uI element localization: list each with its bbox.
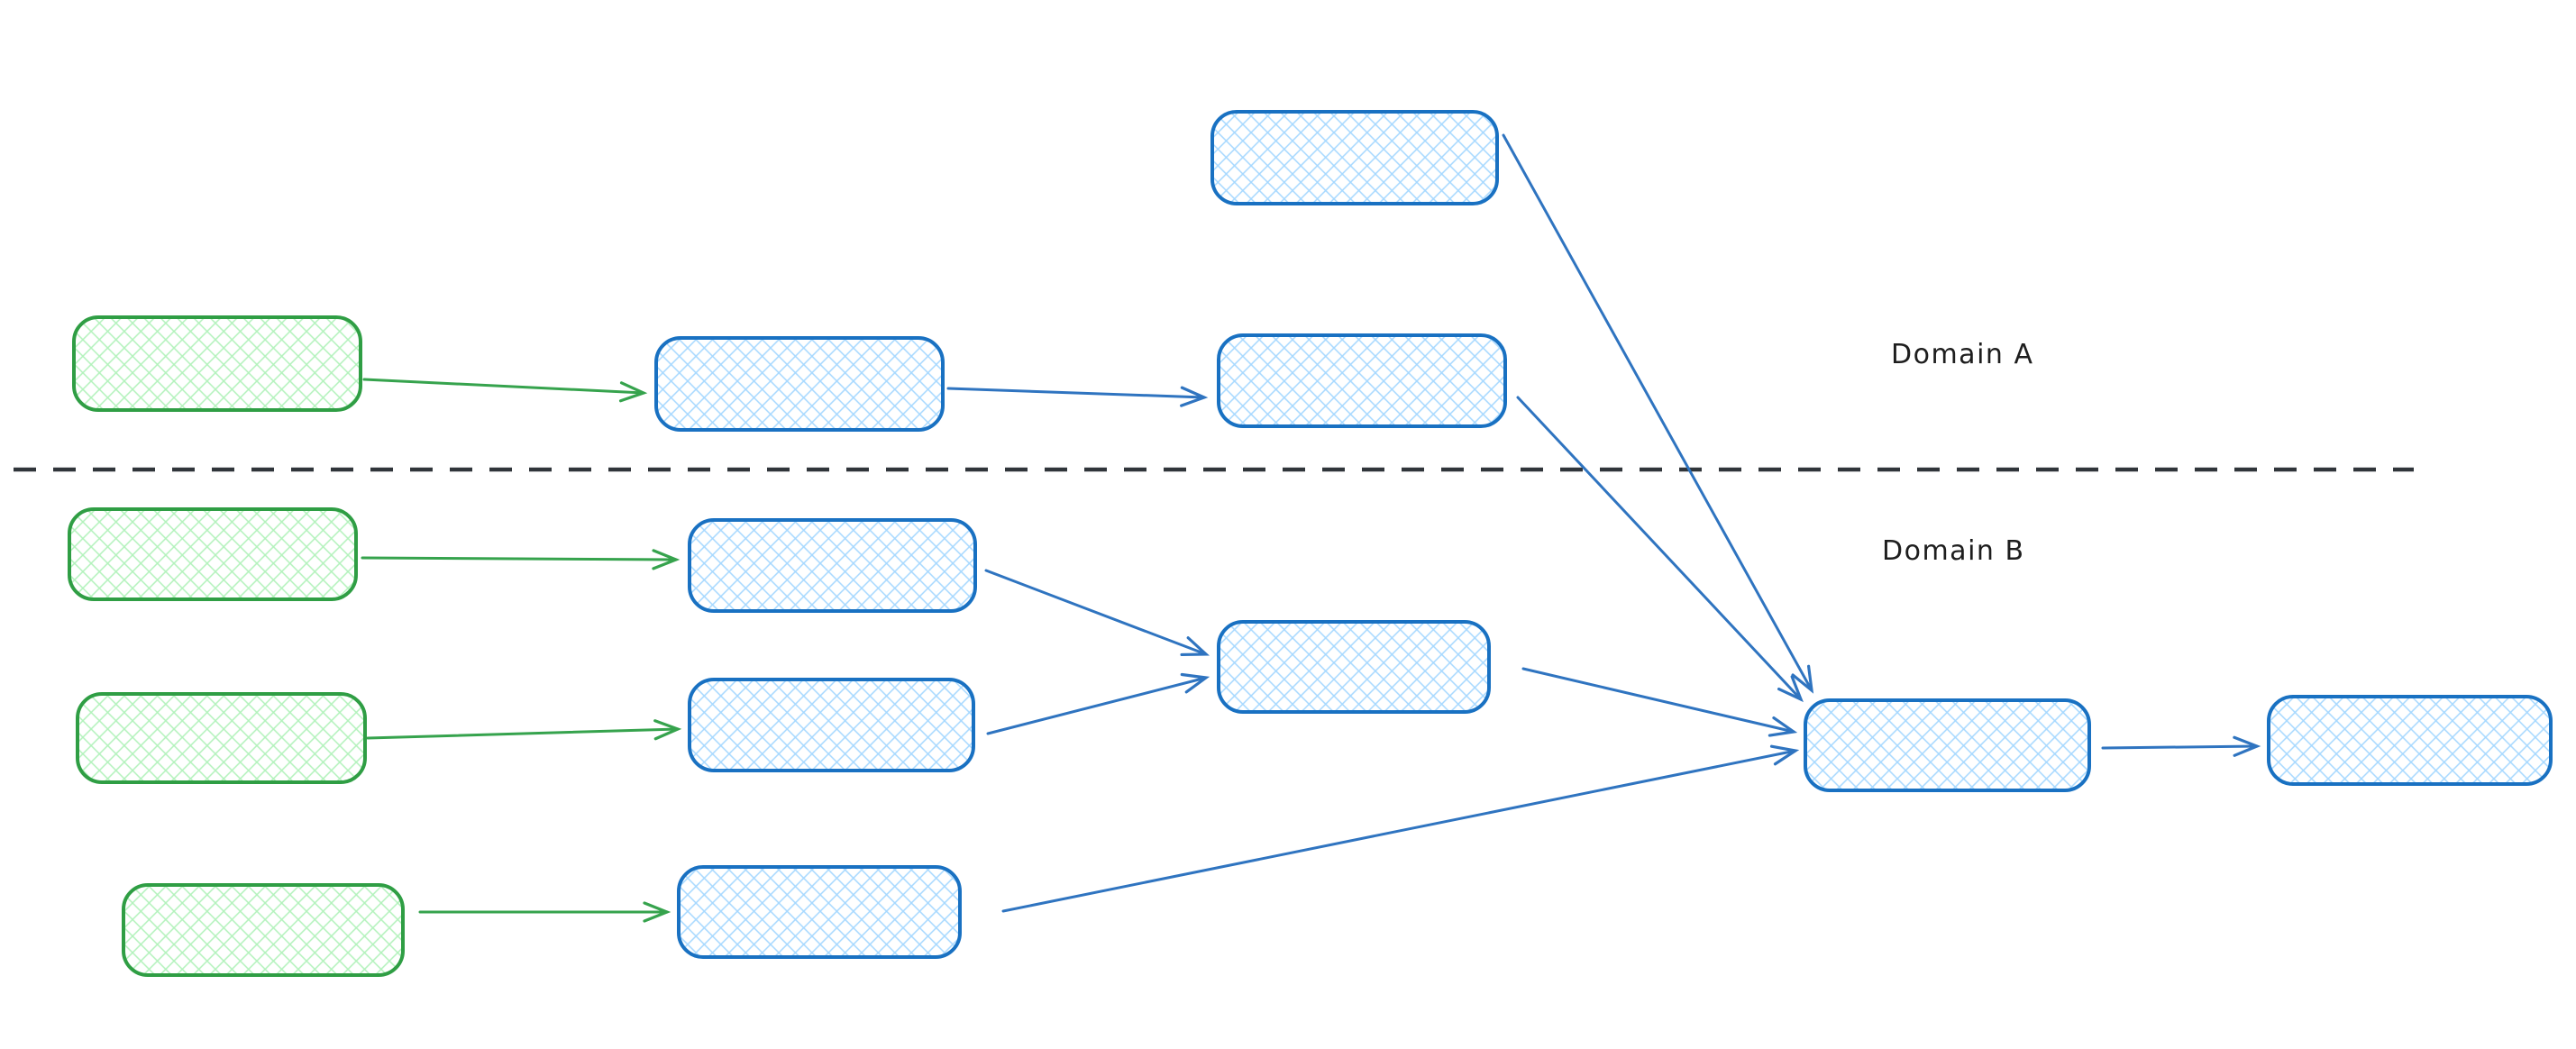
- edge-top-source-to-aggregator[interactable]: [1502, 133, 1814, 694]
- node-aggregator[interactable]: [1804, 698, 2091, 792]
- node-domain-b-stage-2[interactable]: [688, 678, 975, 772]
- node-domain-a-stage-2[interactable]: [1217, 333, 1507, 428]
- edge-domain-a-stage-1-to-stage-2[interactable]: [946, 386, 1209, 407]
- edge-domain-a-source-to-stage-1[interactable]: [362, 378, 648, 403]
- node-domain-b-join[interactable]: [1217, 620, 1491, 714]
- edge-domain-b-stage-1-to-join[interactable]: [984, 569, 1210, 657]
- edge-domain-a-stage-2-to-aggregator[interactable]: [1516, 396, 1804, 703]
- edge-domain-b-source-1-to-stage-1[interactable]: [361, 549, 681, 570]
- domain-a-label: Domain A: [1891, 339, 2033, 370]
- edge-domain-b-stage-3-to-aggregator[interactable]: [1001, 744, 1800, 913]
- node-domain-a-source[interactable]: [72, 315, 362, 412]
- edge-domain-b-stage-2-to-join[interactable]: [986, 672, 1210, 735]
- edge-aggregator-to-output[interactable]: [2101, 735, 2261, 757]
- node-domain-a-stage-1[interactable]: [654, 336, 945, 432]
- node-domain-b-source-3[interactable]: [122, 883, 405, 977]
- edge-domain-b-source-2-to-stage-2[interactable]: [366, 719, 682, 741]
- node-domain-b-stage-1[interactable]: [688, 518, 977, 613]
- node-output[interactable]: [2267, 695, 2553, 786]
- domain-b-label: Domain B: [1882, 535, 2025, 567]
- node-top-source[interactable]: [1210, 110, 1499, 205]
- node-domain-b-source-2[interactable]: [76, 692, 367, 784]
- node-domain-b-source-1[interactable]: [68, 507, 358, 601]
- edge-domain-b-join-to-aggregator[interactable]: [1521, 667, 1798, 737]
- node-domain-b-stage-3[interactable]: [677, 865, 962, 959]
